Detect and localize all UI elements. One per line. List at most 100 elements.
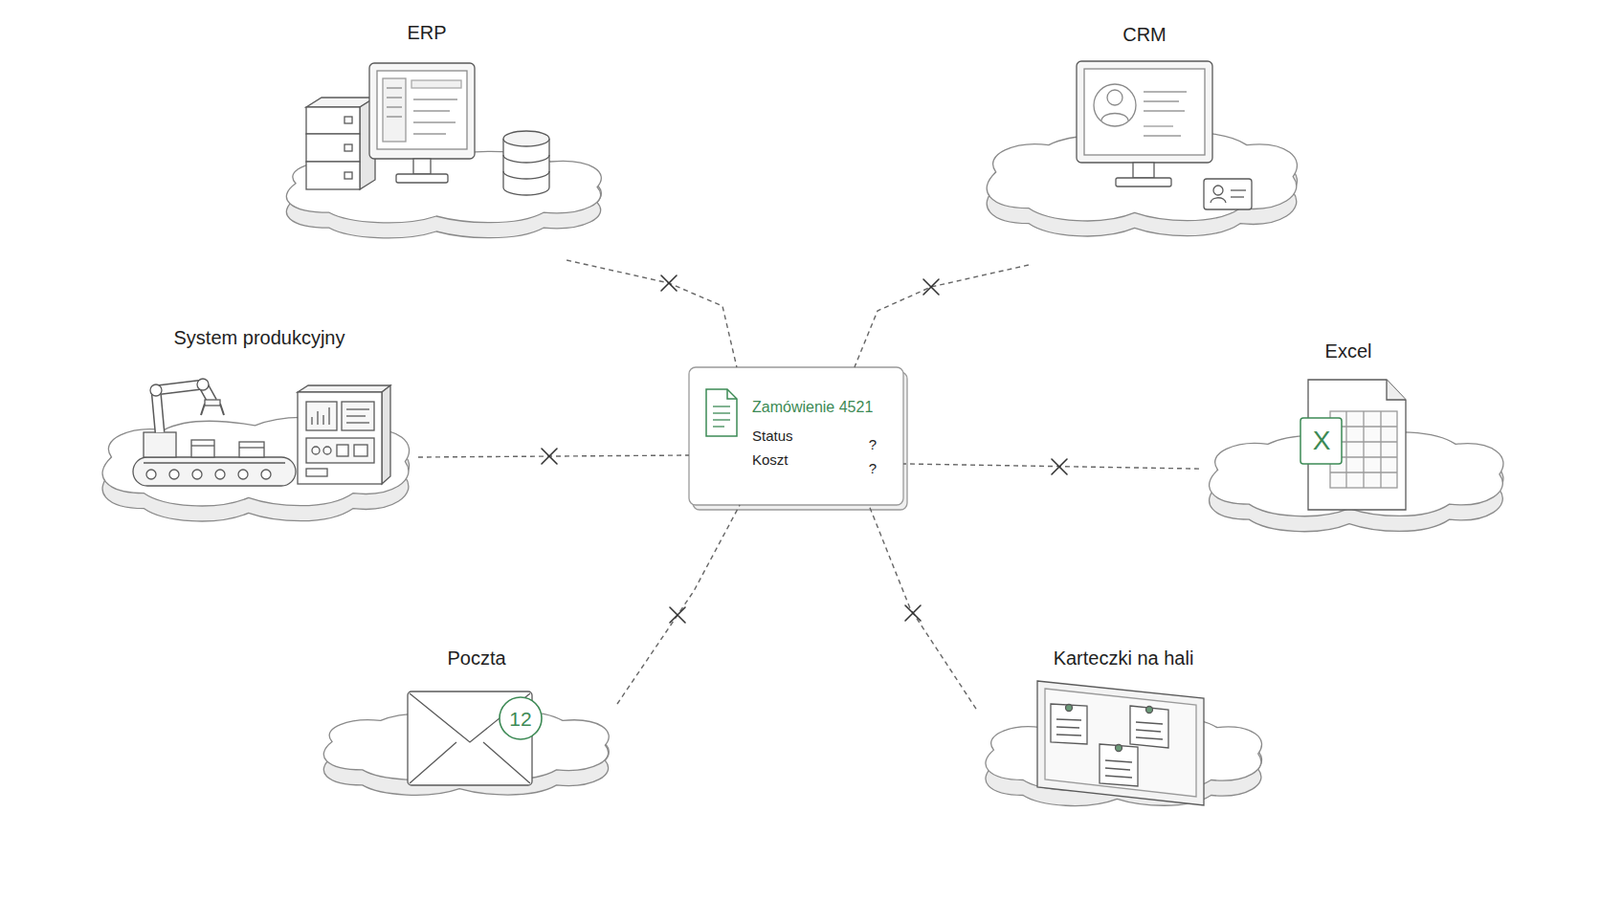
order-card-shape-part [712,412,731,414]
production-illustration-part [316,411,318,425]
crm-illustration-part [1084,68,1205,156]
production-illustration-part [192,469,202,480]
node-title: Zamówienie 4521 [752,398,873,417]
crm-illustration-part [1143,110,1185,112]
excel-illustration-part [1300,418,1342,465]
production-illustration-part [261,469,271,480]
erp-illustration-part [396,174,448,183]
production-illustration-part [346,422,370,423]
production-illustration-part [381,385,391,485]
erp-illustration-part [359,97,376,190]
order-card-shape-part [712,425,725,427]
excel-illustration-part [1362,411,1364,489]
board-illustration-part [1105,776,1133,778]
board-illustration-part [1135,722,1163,725]
production-illustration-part [354,444,368,457]
island-platform-part [1209,447,1504,533]
production-illustration-part [306,438,375,464]
erp-illustration-part [503,171,550,179]
crm-illustration [1076,61,1252,210]
mail-illustration [407,691,542,786]
order-card-shape-part [727,389,737,400]
broken-connector [617,505,740,705]
erp-illustration-part [413,121,456,123]
node-text: ? [868,460,877,478]
mail-illustration-part [409,742,531,784]
excel-illustration-part [1330,456,1398,458]
order-card-shape-part [712,405,731,407]
system-island: ERP [275,21,611,261]
excel-illustration-part [1386,379,1406,400]
production-illustration-part [150,384,162,397]
broken-link-mark-part [669,607,686,623]
erp-illustration-part [306,161,360,190]
erp-illustration [306,63,550,196]
order-card-shape [688,367,908,511]
production-illustration-part [155,384,213,433]
mail-illustration-part [407,691,533,786]
erp-illustration-part [344,144,353,152]
production-illustration-part [306,401,337,431]
broken-connector [854,265,1029,368]
production-illustration-part [346,408,370,410]
island-platform [102,132,1504,806]
production-illustration [133,378,391,487]
excel-illustration-part [1330,471,1398,473]
excel-illustration-part [1330,411,1398,489]
node-title: System produkcyjny [174,326,346,350]
production-illustration-part [297,392,382,485]
crm-illustration-part [1203,178,1252,210]
node-text: ? [868,436,877,454]
board-illustration-part [1115,745,1123,753]
crm-illustration-part [1107,89,1123,106]
production-illustration-part [204,400,221,406]
production-illustration-part [143,462,286,464]
production-illustration-part [306,468,328,477]
node-title: ERP [406,21,446,45]
production-illustration-part [146,469,156,480]
crm-illustration-part [1230,196,1245,198]
board-illustration-part [1056,734,1082,736]
excel-illustration-part [1330,441,1398,443]
production-illustration-part [197,378,209,391]
production-illustration-part [200,403,224,416]
mail-illustration-part [499,697,542,740]
island-platform-part [323,711,609,780]
production-illustration-part [191,440,215,458]
production-illustration-part [191,444,215,446]
erp-illustration-part [503,155,550,163]
island-platform-part [286,151,601,223]
board-illustration-part [1037,681,1204,806]
erp-illustration-part [413,98,458,100]
system-island: Excel [1199,339,1512,559]
production-illustration-part [155,384,213,433]
production-illustration-part [336,444,349,457]
board-illustration-part [1135,737,1163,740]
production-illustration-part [239,442,265,458]
production-illustration-part [328,407,330,425]
production-illustration-part [311,417,312,425]
node-title: Karteczki na hali [1053,646,1195,670]
broken-connector [868,505,977,710]
erp-illustration-part [344,116,353,124]
order-card-shape-part [712,419,731,421]
board-illustration-part [1130,706,1169,749]
island-platform-part [102,432,410,522]
broken-link-mark-part [905,605,921,622]
island-platform-part [323,726,609,796]
broken-link-mark-part [661,275,677,291]
broken-connector [418,455,689,458]
broken-link-mark-part [1051,459,1067,475]
erp-illustration-part [413,110,450,112]
production-illustration-part [322,415,324,425]
erp-illustration-part [503,131,550,147]
order-card: Zamówienie 4521Status?Koszt? [688,367,904,506]
system-island: Poczta [313,646,618,817]
island-platform-part [986,132,1297,222]
excel-illustration-part [1330,425,1398,427]
system-island: System produkcyjny [91,326,419,552]
erp-illustration-part [382,78,406,142]
